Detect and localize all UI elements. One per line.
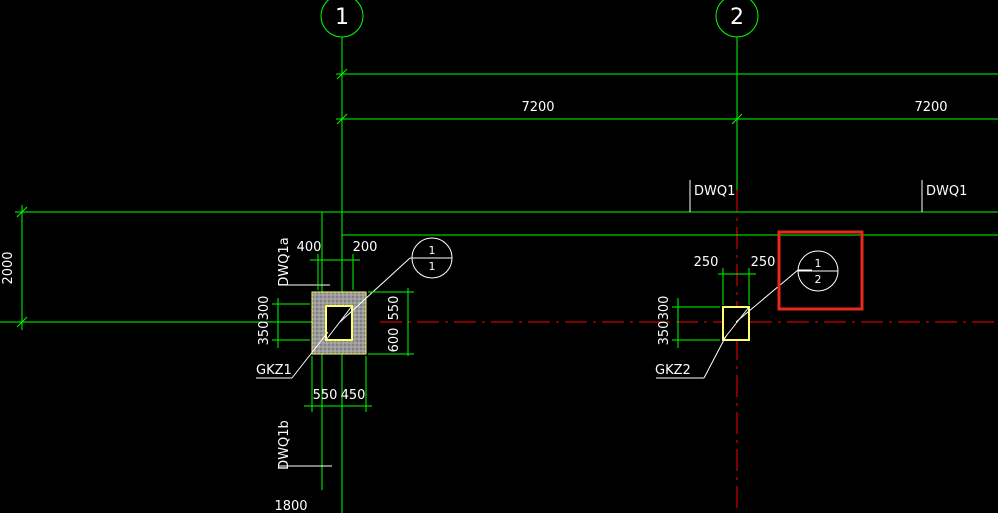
gkz2-label-leader [703,335,727,379]
span-1-2-label: 7200 [521,100,554,115]
bottom-vertical-dim: 1800 [274,499,307,513]
center-lines [341,190,998,513]
gkz1-label-leader [291,331,329,379]
gkz2-top-left-dim: 250 [694,255,719,270]
wall-lines: 2000 [0,205,998,490]
gkz2-left-lower-dim: 350 [657,321,672,346]
section-mark-1-2[interactable]: 1 2 [777,230,864,311]
axis-grid: 1 2 [320,0,759,513]
gkz1-top-right-dim: 200 [353,240,378,255]
tick-c [731,113,743,125]
span-2-3-label: 7200 [914,100,947,115]
section-mark-1-1[interactable]: 1 1 [411,237,453,279]
gkz1-bottom-left-dim: 550 [313,388,338,403]
section-mark-1-2-bottom: 2 [815,273,822,286]
left-dim-tick-bot [16,316,28,328]
gkz1-core-diagonal [325,305,353,341]
section-mark-1-2-top: 1 [815,257,822,270]
highlight-box [777,230,864,311]
gkz1-right-upper-dim: 550 [387,296,402,321]
axis-bubble-2 [715,0,759,38]
gkz2-diagonal [722,306,750,341]
gkz1-leader [339,257,411,323]
wall-tags: DWQ1 DWQ1 DWQ1a DWQ1b 1800 [274,180,967,513]
axis-bubble-1 [320,0,364,38]
gkz1-left-upper-dim: 300 [257,296,272,321]
dwq1b-tag: DWQ1b [277,420,292,470]
column-gkz2[interactable]: GKZ2 [655,269,812,379]
gkz1-top-left-dim: 400 [297,240,322,255]
span-dimensions: 7200 7200 [336,68,998,125]
axis-label-2: 2 [730,5,744,30]
gkz1-left-lower-dim: 350 [257,321,272,346]
gkz1-dimensions: 400 200 300 350 550 600 550 450 [257,240,414,412]
section-mark-1-1-bottom: 1 [429,260,436,273]
dwq1-tag-a: DWQ1 [694,184,735,199]
gkz1-label: GKZ1 [256,363,292,378]
gkz2-top-right-dim: 250 [751,255,776,270]
tick-b [336,113,348,125]
section-mark-1-1-top: 1 [429,244,436,257]
gkz2-leader [735,269,799,323]
dwq1-tag-b: DWQ1 [926,184,967,199]
left-vertical-dim: 2000 [1,251,16,284]
gkz2-label: GKZ2 [655,363,691,378]
gkz2-dimensions: 250 250 300 350 [657,255,775,348]
gkz2-left-upper-dim: 300 [657,296,672,321]
axis-label-1: 1 [335,5,349,30]
left-dim-tick-top [16,206,28,218]
column-gkz1[interactable]: GKZ1 [256,257,424,379]
gkz1-right-lower-dim: 600 [387,328,402,353]
gkz1-bottom-right-dim: 450 [341,388,366,403]
tick-a [336,68,348,80]
dwq1a-tag: DWQ1a [277,237,292,286]
